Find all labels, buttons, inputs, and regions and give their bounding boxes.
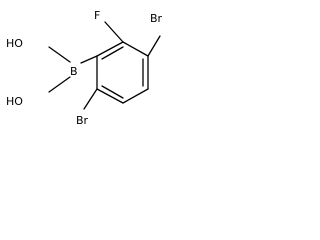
double-bond-c1-c2 [101,46,124,60]
benzene-ring [96,41,149,104]
double-bond-c5-c6 [101,85,124,99]
bond-c1-c2 [96,41,124,57]
bond-c1-b [80,55,98,64]
molecule-structure: F Br B HO HO Br [6,9,163,127]
bond-c6-br [83,88,98,110]
bond-c4-c5 [122,88,149,104]
atom-b: B [70,65,78,78]
atom-br-top: Br [150,12,163,25]
bond-c5-c6 [96,88,124,104]
bond-c2-c3 [122,41,149,57]
bond-b-oh-top [48,46,71,63]
bond-c3-br [147,35,161,57]
atom-br-bottom: Br [76,114,89,127]
bond-c2-f [104,21,124,43]
atom-oh-bottom: HO [6,95,23,108]
atom-oh-top: HO [6,37,23,50]
atom-f: F [94,9,100,22]
bond-b-oh-bottom [48,76,71,93]
